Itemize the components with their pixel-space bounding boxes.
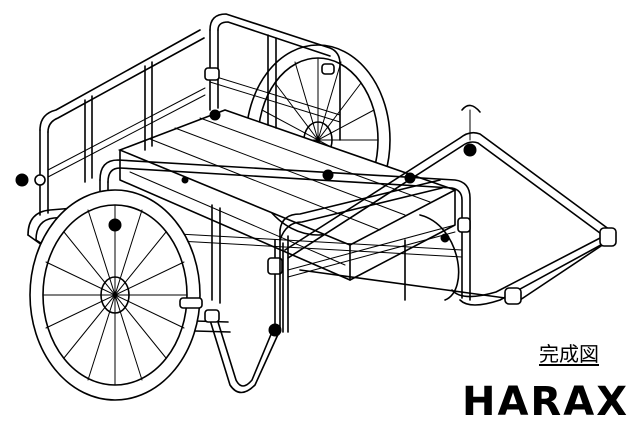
back-side-rail	[204, 13, 341, 141]
front-end-rail	[279, 179, 456, 333]
cart-line-drawing	[15, 13, 617, 401]
brand-logo: HARAX	[462, 379, 627, 425]
kickstand	[209, 319, 281, 394]
far-wheel	[419, 214, 460, 301]
back-end-rail	[39, 29, 206, 216]
front-wheel	[29, 189, 201, 401]
tow-handle	[284, 104, 617, 306]
clamp-knobs	[15, 109, 477, 337]
caption-completed-drawing: 完成図	[539, 342, 599, 366]
